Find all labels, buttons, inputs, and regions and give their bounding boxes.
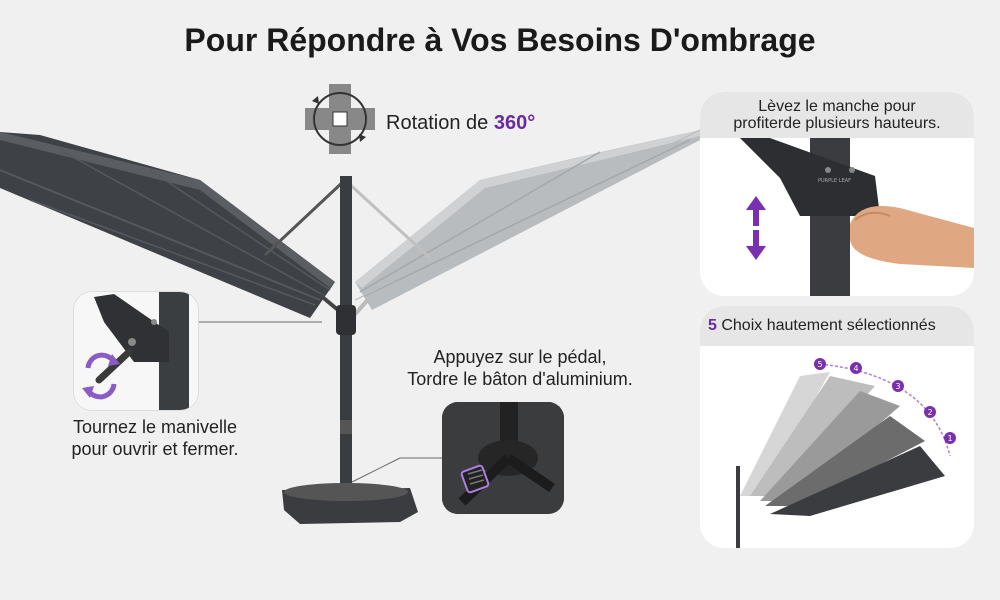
crank-caption: Tournez le manivelle pour ouvrir et ferm… xyxy=(40,416,270,460)
positions-header: 5 Choix hautement sélectionnés xyxy=(700,306,974,346)
rotation-icon xyxy=(305,84,375,154)
position-marker-4: 4 xyxy=(850,362,862,374)
positions-text: Choix hautement sélectionnés xyxy=(716,317,936,334)
crank-callout xyxy=(74,292,198,410)
pedal-caption: Appuyez sur le pédal, Tordre le bâton d'… xyxy=(360,346,680,390)
crank-caption-line2: pour ouvrir et fermer. xyxy=(71,439,239,459)
rotation-label: Rotation de 360° xyxy=(386,112,535,135)
crank-illustration xyxy=(74,292,198,410)
canopy-dark xyxy=(0,132,335,318)
position-marker-1: 1 xyxy=(944,432,956,444)
height-adjust-header: Lèvez le manche pour profiterde plusieur… xyxy=(700,92,974,138)
svg-text:4: 4 xyxy=(853,364,858,373)
rotation-value: 360° xyxy=(493,112,536,134)
up-arrow-icon xyxy=(746,196,766,226)
svg-text:3: 3 xyxy=(895,382,900,391)
svg-text:5: 5 xyxy=(817,360,822,369)
position-marker-3: 3 xyxy=(892,380,904,392)
pedal-caption-line1: Appuyez sur le pédal, xyxy=(433,347,607,367)
positions-illustration: 5 4 3 2 1 xyxy=(700,346,974,548)
position-marker-2: 2 xyxy=(924,406,936,418)
svg-text:1: 1 xyxy=(947,434,952,443)
height-adjust-illustration: PURPLE LEAF xyxy=(700,138,974,296)
pedal-caption-line2: Tordre le bâton d'aluminium. xyxy=(407,369,633,389)
page-title: Pour Répondre à Vos Besoins D'ombrage xyxy=(184,22,816,58)
height-adjust-line1: Lèvez le manche pour xyxy=(758,98,916,115)
canopy-light xyxy=(355,130,700,310)
rotation-prefix: Rotation de xyxy=(386,112,494,134)
svg-text:2: 2 xyxy=(927,408,932,417)
height-adjust-panel: Lèvez le manche pour profiterde plusieur… xyxy=(700,92,974,296)
pedal-callout xyxy=(442,402,564,514)
positions-count: 5 xyxy=(708,317,717,334)
brand-logo: PURPLE LEAF xyxy=(818,178,851,184)
down-arrow-icon xyxy=(746,230,766,260)
pedal-illustration xyxy=(442,402,564,514)
position-marker-5: 5 xyxy=(814,358,826,370)
crank-rotate-icon xyxy=(82,352,120,400)
height-adjust-line2: profiterde plusieurs hauteurs. xyxy=(733,115,941,132)
crank-caption-line1: Tournez le manivelle xyxy=(72,417,238,437)
pole xyxy=(340,176,352,496)
positions-panel: 5 Choix hautement sélectionnés 5 4 3 2 1 xyxy=(700,306,974,548)
